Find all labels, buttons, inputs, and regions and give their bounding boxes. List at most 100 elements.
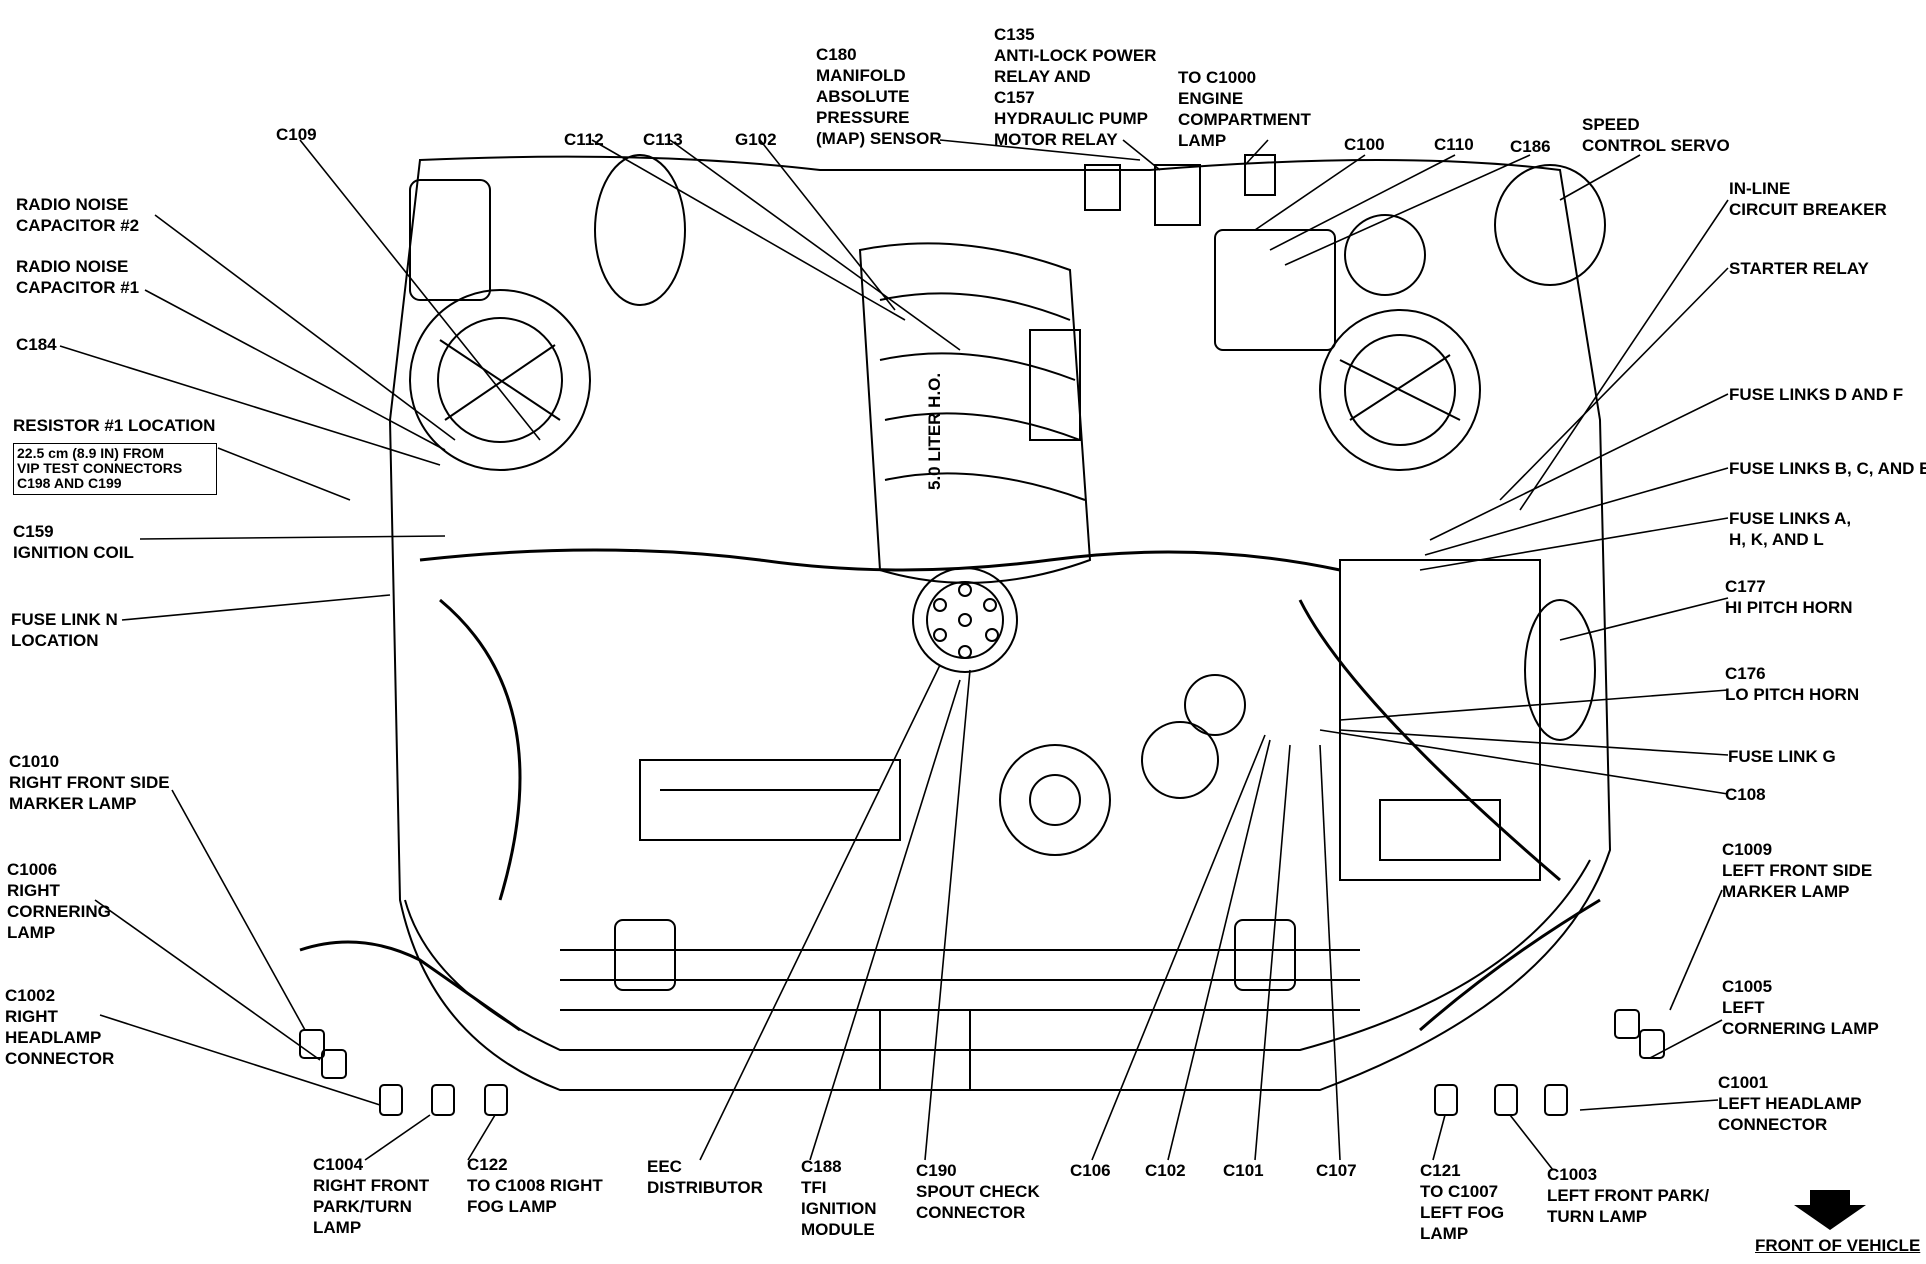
label-line: SPEED (1582, 115, 1640, 134)
leader-c113 (669, 139, 961, 351)
label-line: CONNECTOR (1718, 1115, 1827, 1134)
leader-c1000 (1244, 139, 1269, 166)
leader-fuse-ahkl (1419, 517, 1729, 571)
label-line: LAMP (7, 923, 55, 942)
label-line: C100 (1344, 135, 1385, 154)
label-fuse-df: FUSE LINKS D AND F (1729, 385, 1903, 404)
label-fuse-bce: FUSE LINKS B, C, AND E (1729, 459, 1926, 478)
front-of-vehicle-label: FRONT OF VEHICLE (1755, 1236, 1921, 1255)
label-c101: C101 (1223, 1161, 1264, 1180)
leader-speed (1559, 154, 1641, 201)
label-line: TO C1007 (1420, 1182, 1498, 1201)
label-line: RIGHT (5, 1007, 59, 1026)
leader-c112 (591, 139, 906, 321)
label-line: FUSE LINKS B, C, AND E (1729, 459, 1926, 478)
label-line: G102 (735, 130, 777, 149)
label-line: HEADLAMP (5, 1028, 101, 1047)
leader-c188 (809, 679, 961, 1161)
leader-c1001 (1579, 1099, 1719, 1111)
leader-inline-cb (1519, 199, 1729, 511)
label-line: ANTI-LOCK POWER (994, 46, 1156, 65)
label-fuse-g: FUSE LINK G (1728, 747, 1836, 766)
leader-c101 (1254, 744, 1291, 1161)
leader-c1004 (364, 1114, 431, 1161)
label-line: CAPACITOR #1 (16, 278, 139, 297)
leader-c121 (1432, 1114, 1446, 1161)
label-line: C177 (1725, 577, 1766, 596)
leader-c102 (1167, 739, 1271, 1161)
label-line: C101 (1223, 1161, 1264, 1180)
leader-fuse-g (1339, 729, 1729, 756)
label-line: FOG LAMP (467, 1197, 557, 1216)
label-starter: STARTER RELAY (1729, 259, 1869, 278)
vip-distance-note: 22.5 cm (8.9 IN) FROM VIP TEST CONNECTOR… (13, 443, 217, 495)
label-line: FUSE LINK G (1728, 747, 1836, 766)
label-line: C108 (1725, 785, 1766, 804)
label-line: CONNECTOR (916, 1203, 1025, 1222)
label-c102: C102 (1145, 1161, 1186, 1180)
label-line: STARTER RELAY (1729, 259, 1869, 278)
label-line: RIGHT (7, 881, 61, 900)
label-line: CAPACITOR #2 (16, 216, 139, 235)
label-line: C190 (916, 1161, 957, 1180)
label-g102: G102 (735, 130, 777, 149)
label-line: ENGINE (1178, 89, 1243, 108)
leader-c177 (1559, 597, 1729, 641)
leader-fuse-n (121, 594, 391, 621)
label-line: C180 (816, 45, 857, 64)
label-line: C122 (467, 1155, 508, 1174)
label-line: RADIO NOISE (16, 195, 128, 214)
leader-c1002 (99, 1014, 381, 1106)
label-line: C184 (16, 335, 57, 354)
label-line: MANIFOLD (816, 66, 906, 85)
label-line: SPOUT CHECK (916, 1182, 1040, 1201)
label-line: RESISTOR #1 LOCATION (13, 416, 215, 435)
leader-c1003 (1509, 1114, 1554, 1171)
label-c176: C176 LO PITCH HORN (1725, 664, 1859, 704)
label-line: C112 (564, 130, 604, 149)
label-line: C102 (1145, 1161, 1186, 1180)
label-c110: C110 (1434, 135, 1474, 154)
label-line: MARKER LAMP (9, 794, 137, 813)
label-line: MODULE (801, 1220, 875, 1239)
label-line: TO C1008 RIGHT (467, 1176, 603, 1195)
label-line: C176 (1725, 664, 1766, 683)
label-radio2: RADIO NOISE CAPACITOR #2 (16, 195, 139, 235)
label-resistor: RESISTOR #1 LOCATION (13, 416, 215, 435)
label-c112: C112 (564, 130, 604, 149)
label-line: C1002 (5, 986, 55, 1005)
leader-c1010 (171, 789, 306, 1031)
label-line: PRESSURE (816, 108, 910, 127)
down-arrow-icon (1794, 1190, 1866, 1230)
label-line: RIGHT FRONT SIDE (9, 773, 170, 792)
leader-c107 (1319, 744, 1341, 1161)
label-line: CIRCUIT BREAKER (1729, 200, 1887, 219)
leader-c1005 (1649, 1019, 1723, 1059)
label-line: CORNERING (7, 902, 111, 921)
label-c186: C186 (1510, 137, 1551, 156)
label-line: TFI (801, 1178, 827, 1197)
label-line: CONTROL SERVO (1582, 136, 1730, 155)
engine-illustration (299, 154, 1665, 1116)
leader-fuse-bce (1424, 467, 1729, 556)
label-line: IN-LINE (1729, 179, 1790, 198)
vip-note-line-1: 22.5 cm (8.9 IN) FROM (17, 445, 165, 461)
leader-c106 (1091, 734, 1266, 1161)
label-inline-cb: IN-LINE CIRCUIT BREAKER (1729, 179, 1887, 219)
label-line: LO PITCH HORN (1725, 685, 1859, 704)
label-c113: C113 (643, 130, 683, 149)
label-line: LEFT FRONT PARK/ (1547, 1186, 1709, 1205)
leader-c159 (139, 535, 446, 540)
